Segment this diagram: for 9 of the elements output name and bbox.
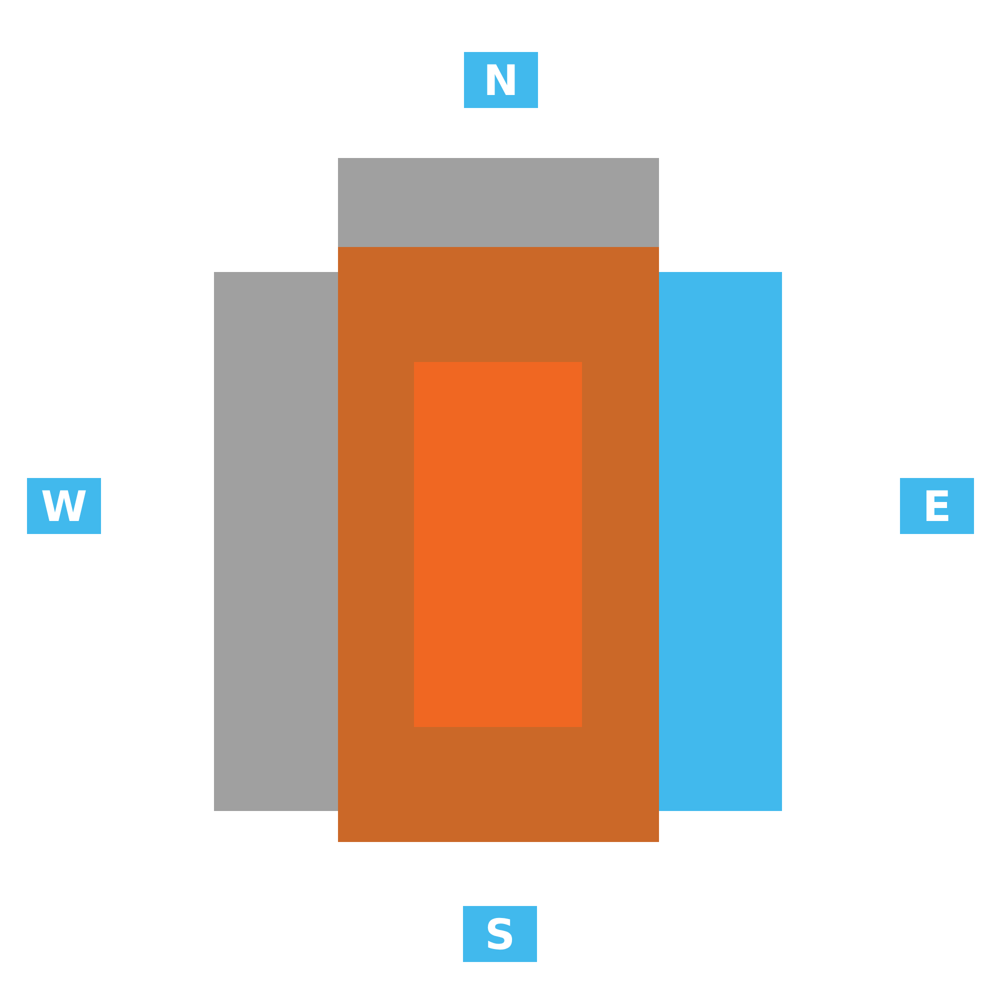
center-block [338, 247, 659, 842]
inner-block [414, 362, 582, 727]
compass-label: N [464, 52, 538, 108]
top-block [338, 158, 659, 247]
compass-label: S [463, 906, 537, 962]
compass-label: E [900, 478, 974, 534]
right-block [659, 272, 782, 811]
left-block [214, 272, 338, 811]
compass-label: W [27, 478, 101, 534]
